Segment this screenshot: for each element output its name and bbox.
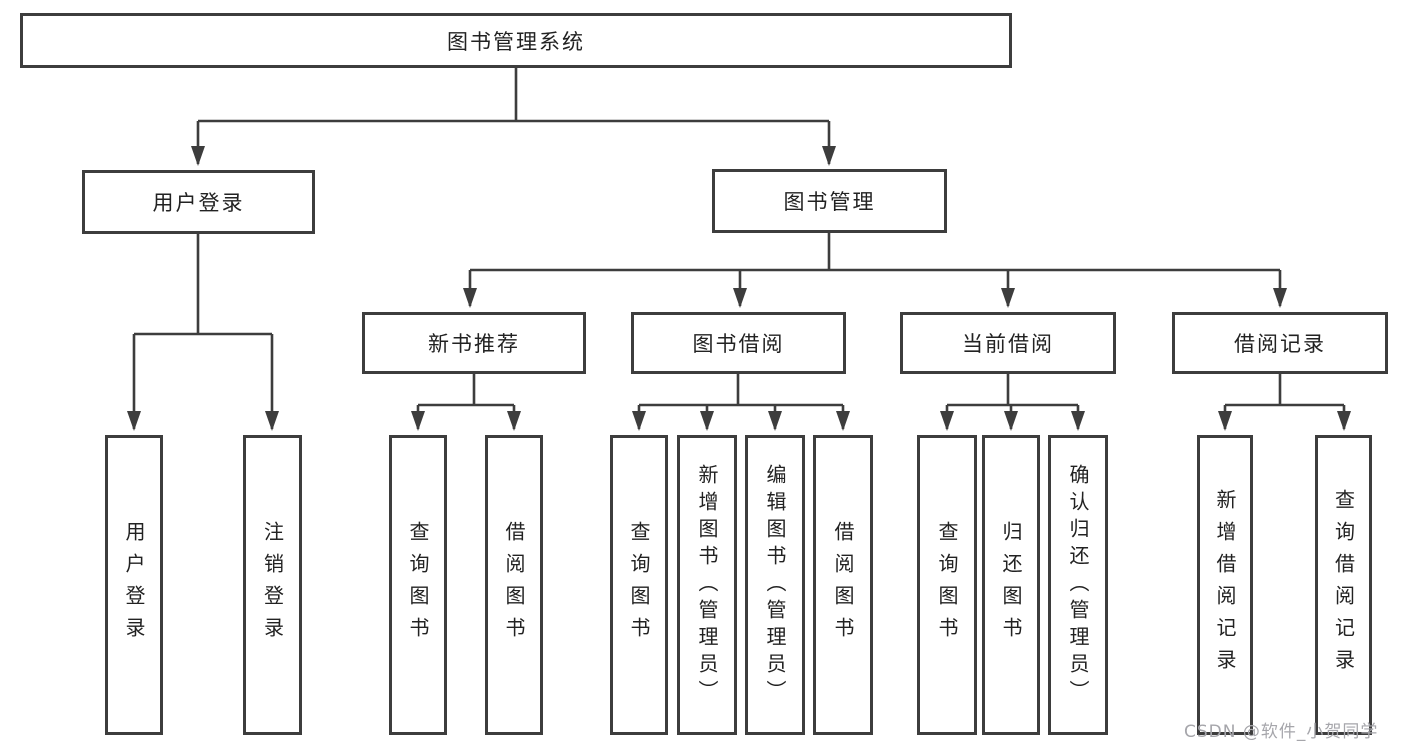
- node-book-management: 图书管理: [712, 169, 947, 233]
- leaf-add-book-admin: 新增图书（管理员）: [677, 435, 737, 735]
- wire-root-to-level2: [191, 68, 836, 166]
- wire-segment: [1225, 374, 1344, 407]
- wire-new-book-recommend-children: [411, 374, 521, 431]
- wire-current-borrow-children: [940, 374, 1085, 431]
- node-book-borrow: 图书借阅: [631, 312, 846, 374]
- wire-segment: [947, 374, 1078, 407]
- wire-segment: [418, 374, 514, 407]
- node-borrow-records: 借阅记录: [1172, 312, 1388, 374]
- leaf-logout: 注销登录: [243, 435, 302, 735]
- node-current-borrow: 当前借阅: [900, 312, 1116, 374]
- leaf-add-borrow-record: 新增借阅记录: [1197, 435, 1253, 735]
- wire-segment: [639, 374, 843, 407]
- node-user-login: 用户登录: [82, 170, 315, 234]
- leaf-query-books-borrow: 查询图书: [610, 435, 668, 735]
- wire-book-borrow-children: [632, 374, 850, 431]
- wire-user-login-children: [127, 234, 279, 431]
- leaf-borrow-books-recommend: 借阅图书: [485, 435, 543, 735]
- wire-book-management-children: [463, 233, 1287, 308]
- wire-segment: [198, 68, 829, 123]
- leaf-query-books-recommend: 查询图书: [389, 435, 447, 735]
- leaf-user-login: 用户登录: [105, 435, 163, 735]
- wire-segment: [134, 234, 272, 336]
- leaf-borrow-books: 借阅图书: [813, 435, 873, 735]
- leaf-query-books-current: 查询图书: [917, 435, 977, 735]
- leaf-confirm-return-admin: 确认归还（管理员）: [1048, 435, 1108, 735]
- leaf-query-borrow-record: 查询借阅记录: [1315, 435, 1372, 735]
- leaf-return-book: 归还图书: [982, 435, 1040, 735]
- node-root-system: 图书管理系统: [20, 13, 1012, 68]
- csdn-watermark: CSDN @软件_小贺同学: [1184, 722, 1379, 742]
- leaf-edit-book-admin: 编辑图书（管理员）: [745, 435, 805, 735]
- wire-segment: [470, 233, 1280, 272]
- node-new-book-recommend: 新书推荐: [362, 312, 586, 374]
- wire-borrow-records-children: [1218, 374, 1351, 431]
